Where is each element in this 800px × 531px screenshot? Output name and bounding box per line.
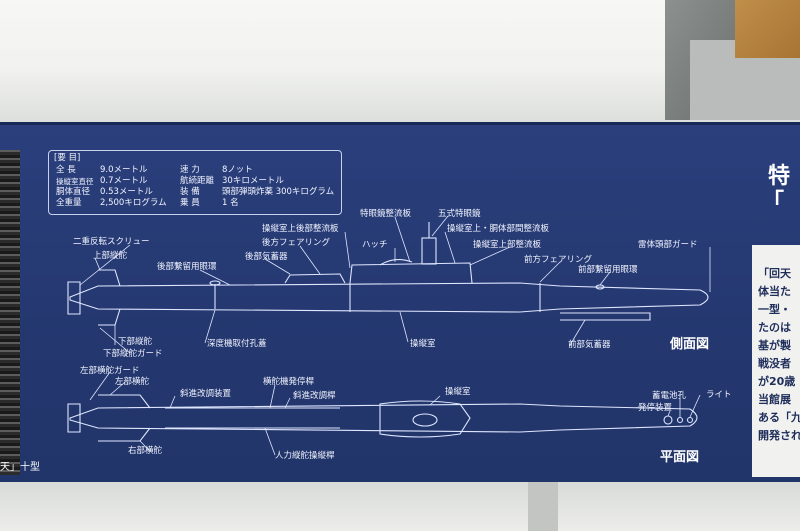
spec-value: 2,500キログラム	[100, 198, 167, 208]
label-front-mooring-eye: 前部繋留用眼環	[578, 265, 638, 275]
label-rear-air-tank: 後部気蓄器	[245, 252, 288, 262]
spec-label: 全 長	[56, 165, 76, 175]
exhibit-board	[0, 122, 800, 482]
spec-value: 頭部弾頭炸薬 300キログラム	[222, 187, 335, 197]
description-line: が20歳	[758, 375, 796, 388]
label-front-fairing: 前方フェアリング	[524, 255, 593, 265]
spec-value: 8ノット	[222, 165, 253, 175]
spec-label: 全重量	[56, 198, 82, 208]
label-type5-periscope: 五式特眼鏡	[438, 209, 481, 219]
spec-header: [要 目]	[54, 153, 81, 163]
label-cockpit-body-fairing: 操縦室上・胴体部間整流板	[447, 224, 550, 234]
label-left-elevator: 左部横舵	[115, 377, 150, 387]
spec-label: 操縦室直径	[56, 177, 94, 186]
label-cockpit: 操縦室	[410, 339, 436, 349]
label-periscope-fairing: 特眼鏡整流板	[360, 209, 412, 219]
label-light: ライト	[706, 390, 732, 400]
description-line: 当館展	[758, 393, 791, 406]
description-line: 戦没者	[758, 357, 791, 370]
label-front-air-tank: 前部気蓄器	[568, 340, 611, 350]
spec-value: 0.53メートル	[100, 187, 153, 197]
spec-label: 速 力	[180, 165, 200, 175]
description-line: 「回天	[758, 267, 791, 280]
leader-lines	[79, 215, 711, 456]
spec-label: 航続距離	[180, 176, 215, 186]
label-contra-screw: 二重反転スクリュー	[73, 237, 150, 247]
description-line: たのは	[758, 321, 791, 334]
label-hatch: ハッチ	[362, 240, 388, 250]
description-line: 基が製	[758, 339, 791, 352]
display-stand	[528, 478, 558, 531]
spec-box	[48, 150, 342, 215]
label-oblique-device: 斜進改調装置	[180, 389, 232, 399]
board-title-part2: 「	[762, 190, 785, 215]
description-line: 体当た	[758, 285, 791, 298]
description-line: ある「九	[758, 411, 800, 424]
spec-label: 乗 員	[180, 198, 200, 208]
label-rear-mooring-eye: 後部繋留用眼環	[157, 262, 217, 272]
label-battery-hole: 蓄電池孔	[652, 391, 687, 401]
spec-value: 1 名	[222, 198, 239, 208]
spec-value: 9.0メートル	[100, 165, 148, 175]
label-upper-rudder: 上部縦舵	[93, 251, 128, 261]
spec-label: 装 備	[180, 187, 200, 197]
label-launch-device: 発停装置	[638, 403, 673, 413]
plan-view-title: 平面図	[660, 450, 700, 465]
spec-value: 0.7メートル	[100, 176, 148, 186]
historic-photo	[0, 150, 20, 475]
board-title-part1: 特	[768, 164, 791, 189]
wooden-panel	[735, 0, 800, 58]
photo-caption: 天」十型	[0, 462, 40, 473]
label-elevator-stop-rod: 横舵機発停桿	[263, 377, 315, 387]
label-cockpit-rear-upper-fairing: 操縦室上後部整流板	[262, 224, 339, 234]
description-line: 開発され	[758, 429, 800, 442]
label-manual-rod: 人力縦舵操縦桿	[275, 451, 335, 461]
label-plan-cockpit: 操縦室	[445, 387, 471, 397]
label-rear-fairing: 後方フェアリング	[262, 238, 331, 248]
label-lower-rudder: 下部縦舵	[118, 337, 153, 347]
label-lower-rudder-guard: 下部縦舵ガード	[103, 349, 163, 359]
label-right-elevator: 右部横舵	[128, 446, 163, 456]
label-left-elevator-guard: 左部横舵ガード	[80, 366, 140, 376]
description-panel	[752, 245, 800, 477]
label-depth-cover: 深度機取付孔蓋	[207, 339, 267, 349]
side-view-title: 側面図	[670, 337, 710, 352]
floor	[0, 475, 800, 531]
spec-label: 胴体直径	[56, 187, 91, 197]
label-oblique-rod: 斜進改調桿	[293, 391, 336, 401]
plan-view-hull	[67, 394, 698, 442]
label-cockpit-upper-fairing: 操縦室上部整流板	[473, 240, 542, 250]
description-line: 一型・	[758, 303, 791, 316]
spec-value: 30キロメートル	[222, 176, 284, 186]
label-nose-guard: 雷体頭部ガード	[638, 240, 698, 250]
